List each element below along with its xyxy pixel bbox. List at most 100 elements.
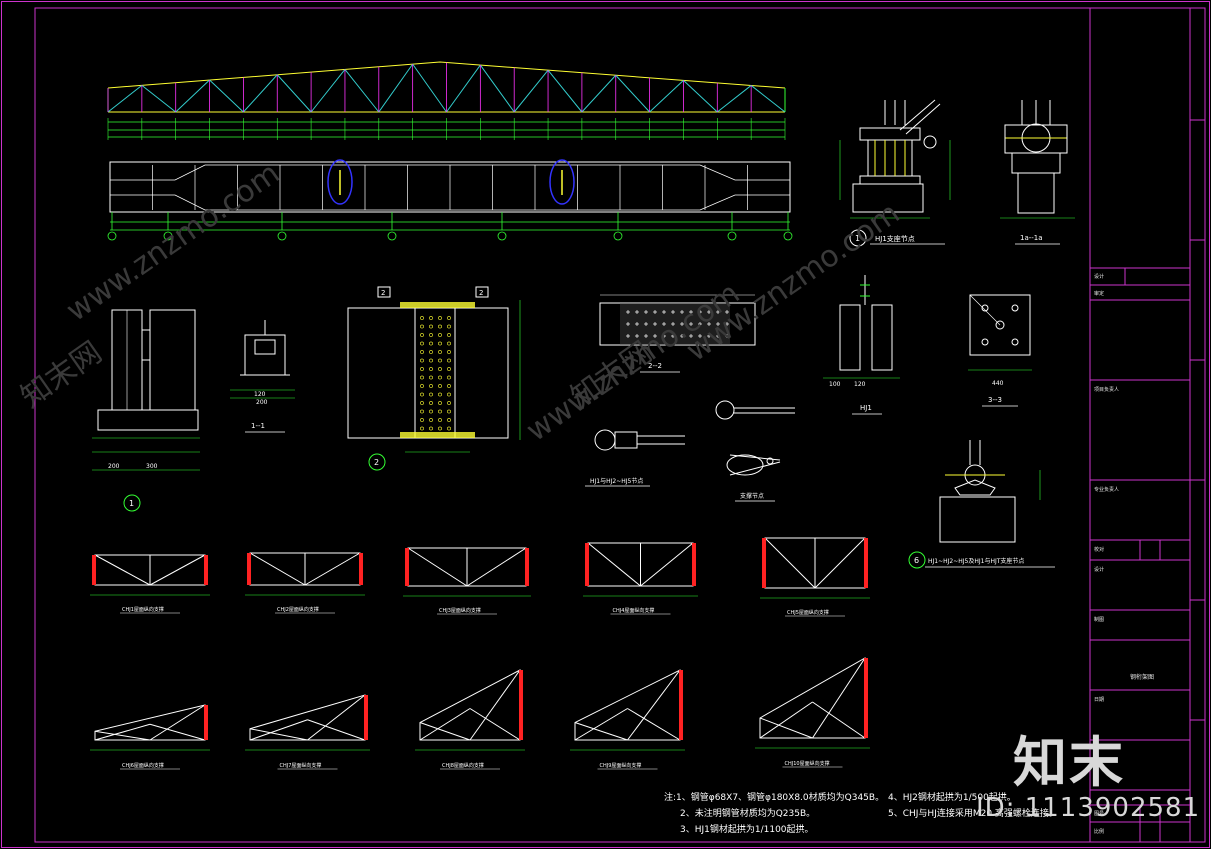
frame-outline [574, 669, 681, 741]
truss-web [547, 69, 583, 113]
bolt [429, 324, 433, 329]
brace-trap-frame: CHJ6屋面纵向支撑 [90, 704, 210, 770]
brace-trap-frame: CHJ8屋面纵向支撑 [415, 669, 525, 770]
end-plate [864, 538, 868, 588]
bolt [438, 316, 442, 320]
end-plate [204, 705, 208, 740]
bolt [438, 384, 442, 388]
brace-trap-frame: CHJ9屋面纵向支撑 [570, 669, 685, 770]
brace-rect-frame: CHJ3屋面纵向支撑 [403, 547, 531, 615]
brace-rect-frame: CHJ1屋面纵向支撑 [90, 554, 210, 614]
end-plate [692, 543, 696, 586]
truss-web [276, 74, 312, 113]
bolt [447, 426, 451, 431]
dim-300-left: 300 [146, 463, 158, 470]
diag [812, 657, 866, 739]
general-notes: 注:1、钢管φ68X7、钢管φ180X8.0材质均为Q345B。 2、未注明钢管… [664, 790, 884, 838]
general-notes-2: 4、HJ2钢材起拱为1/500起拱。 5、CHJ与HJ连接采用M20.高强螺栓连… [888, 790, 1058, 822]
axis-bubble [783, 231, 793, 241]
diag [574, 722, 628, 741]
dim-200-11: 200 [256, 399, 268, 406]
section-1-1: 120 200 1--1 [230, 320, 295, 433]
truss-web [683, 79, 718, 113]
diag [94, 554, 151, 586]
detail-label-2: 2 [374, 458, 379, 467]
diag [759, 701, 813, 739]
dim-120: 120 [254, 391, 266, 398]
brace-title: CHJ4屋面纵向支撑 [613, 607, 655, 614]
diag [249, 552, 306, 586]
bolt [438, 324, 442, 329]
truss-web [581, 74, 617, 113]
label-2a: 2 [381, 289, 385, 297]
bolt [447, 316, 451, 320]
diag [149, 554, 206, 586]
label-3-3: 3--3 [988, 396, 1002, 404]
bolt [447, 418, 451, 422]
end-plate [679, 670, 683, 740]
brace-rect-frame: CHJ2屋面纵向支撑 [245, 552, 365, 614]
dim-440: 440 [992, 380, 1004, 387]
diag [149, 704, 206, 741]
diag [469, 708, 521, 741]
diag [587, 542, 641, 587]
bolt [438, 418, 442, 422]
brace-title: CHJ10屋面纵向支撑 [785, 760, 830, 767]
bolt [429, 409, 433, 414]
diag [94, 723, 151, 741]
bolt [420, 324, 424, 329]
bolt [438, 367, 442, 371]
bolt [438, 333, 442, 337]
bolt [420, 401, 424, 405]
note-5: 5、CHJ与HJ连接采用M20.高强螺栓连接。 [888, 809, 1058, 819]
brace-title: CHJ2屋面纵向支撑 [277, 606, 319, 613]
bolt [447, 384, 451, 388]
tb-row-5: 校对 [1094, 547, 1105, 553]
tb-title: 钢桁架图 [1130, 674, 1155, 681]
main-truss-elevation [107, 61, 786, 140]
diag [759, 717, 813, 739]
label-node-6: HJ1~HJ2~HJ5及HJ1与HJT支座节点 [928, 557, 1024, 565]
truss-web [649, 79, 684, 113]
truss-web [412, 63, 447, 113]
section-3-3: 440 3--3 [968, 294, 1032, 407]
bolt [447, 409, 451, 414]
bolt [420, 426, 424, 431]
bolt [429, 358, 433, 363]
bolt [420, 375, 424, 380]
bolt [429, 418, 433, 422]
axis-bubble [613, 231, 623, 241]
node-6: 6 HJ1~HJ2~HJ5及HJ1与HJT支座节点 [908, 440, 1055, 569]
frame-outline [249, 694, 366, 741]
bolt [429, 375, 433, 380]
bolt [420, 341, 424, 346]
truss-web [310, 69, 346, 113]
bolt [420, 333, 424, 337]
brace-trap-row: CHJ6屋面纵向支撑 CHJ7屋面纵向支撑 CHJ8屋面纵向支撑 CHJ9屋面纵向支撑… [90, 657, 870, 770]
brace-title: CHJ1屋面纵向支撑 [122, 606, 164, 613]
bolt [438, 426, 442, 431]
bolt [429, 384, 433, 388]
tb-row-9: 图号 [1094, 811, 1105, 817]
diag [307, 694, 366, 741]
brace-title: CHJ7屋面纵向支撑 [280, 762, 322, 769]
diag [574, 708, 628, 741]
brace-rect-frame: CHJ5屋面纵向支撑 [760, 537, 870, 617]
note-1: 注:1、钢管φ68X7、钢管φ180X8.0材质均为Q345B。 [664, 793, 885, 803]
diag [149, 723, 206, 741]
dim-100a: 100 [829, 381, 841, 388]
bolt [429, 350, 433, 354]
diag [640, 542, 694, 587]
end-plate [519, 670, 523, 740]
diag [94, 730, 151, 741]
truss-web [479, 64, 515, 113]
bolt [447, 350, 451, 354]
bolt [447, 392, 451, 397]
label-2-2: 2--2 [648, 362, 662, 370]
bolt [438, 358, 442, 363]
label-1a-1a: 1a--1a [1020, 234, 1043, 242]
axis-bubble [727, 231, 737, 241]
title-block [1089, 7, 1205, 842]
label-hj1-node: HJ1支座节点 [875, 234, 915, 243]
